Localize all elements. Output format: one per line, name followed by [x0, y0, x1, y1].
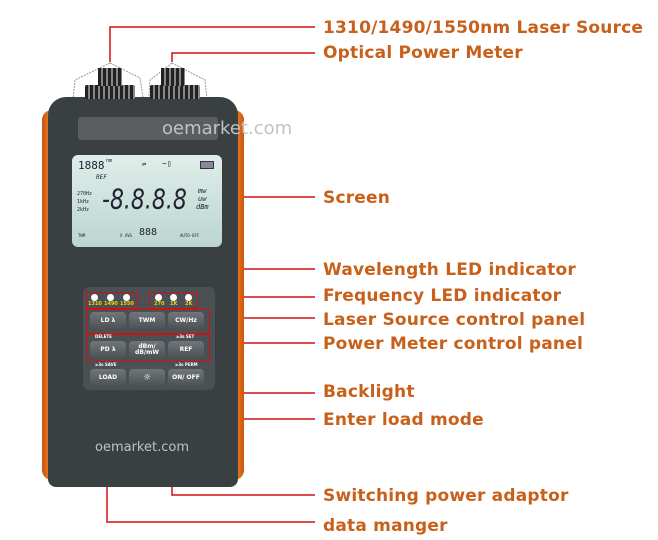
led-1550	[123, 294, 130, 301]
led-270	[155, 294, 162, 301]
power-port-icon[interactable]	[161, 68, 185, 86]
dbm-button[interactable]: dBm/ dB/mW	[129, 341, 165, 358]
delete-hint: DELETE	[95, 334, 112, 339]
wavelength-leds: 1310 1490 1550	[86, 292, 138, 309]
control-panel: 1310 1490 1550 270 1K 2K LD λ TWM CW/Hz …	[83, 287, 215, 390]
lcd-twm: TWM	[78, 233, 86, 238]
top-slot	[78, 117, 218, 140]
watermark-top: oemarket.com	[162, 118, 293, 139]
label-screen: Screen	[323, 188, 391, 208]
led-label: 270	[154, 301, 165, 307]
lcd-nm: nm	[106, 158, 113, 164]
label-power-panel: Power Meter control panel	[323, 334, 583, 354]
lcd-ref: REF	[96, 174, 107, 181]
lcd-unit: uw	[198, 195, 207, 203]
led-1490	[107, 294, 114, 301]
twm-button[interactable]: TWM	[129, 312, 165, 329]
lcd-avg: X AVG	[120, 233, 133, 238]
perm-hint: ≥3s PERM	[175, 362, 198, 367]
led-2k	[185, 294, 192, 301]
led-label: 1K	[170, 301, 178, 307]
led-label: 1490	[104, 301, 118, 307]
label-laser-source: 1310/1490/1550nm Laser Source	[323, 18, 644, 38]
lcd-freq: 1kHz	[77, 199, 90, 205]
laser-panel-frame	[86, 309, 210, 334]
lcd-screen: 1888 nm ⇌ ~▯ REF 270Hz 1kHz 2kHz -8.8.8.…	[72, 155, 222, 247]
label-frequency-led: Frequency LED indicator	[323, 286, 562, 306]
backlight-button[interactable]: ☼	[129, 369, 165, 386]
label-laser-panel: Laser Source control panel	[323, 310, 586, 330]
lcd-unit: mw	[198, 187, 207, 195]
callout-adaptor	[171, 486, 315, 496]
plug-icon: ~▯	[162, 159, 172, 168]
lcd-unit: dBm	[196, 203, 209, 211]
set-hint: ≥3s SET	[176, 334, 195, 339]
pd-button[interactable]: PD λ	[90, 341, 126, 358]
save-hint: ≥3s SAVE	[95, 362, 117, 367]
lcd-freq: 270Hz	[77, 191, 93, 197]
watermark-bottom: oemarket.com	[95, 440, 189, 455]
lcd-wavelength: 1888	[78, 159, 105, 172]
load-button[interactable]: LOAD	[90, 369, 126, 386]
callout-data	[106, 486, 315, 523]
backlight-icon: ☼	[142, 372, 152, 383]
battery-icon	[200, 161, 214, 169]
label-backlight: Backlight	[323, 382, 415, 402]
laser-port-base	[85, 85, 135, 99]
ld-button[interactable]: LD λ	[90, 312, 126, 329]
frequency-leds: 270 1K 2K	[149, 292, 198, 309]
on-off-button[interactable]: ON/ OFF	[168, 369, 204, 386]
label-wavelength-led: Wavelength LED indicator	[323, 260, 576, 280]
led-label: 1310	[88, 301, 102, 307]
usb-icon: ⇌	[142, 160, 147, 168]
power-panel-frame	[86, 334, 210, 362]
led-1310	[91, 294, 98, 301]
led-1k	[170, 294, 177, 301]
laser-port-icon[interactable]	[98, 68, 122, 86]
ref-button[interactable]: REF	[168, 341, 204, 358]
power-port-base	[150, 85, 200, 99]
label-data-manager: data manger	[323, 516, 448, 536]
lcd-avg-digits: 888	[139, 227, 158, 238]
label-power-meter: Optical Power Meter	[323, 43, 523, 63]
cw-hz-button[interactable]: CW/Hz	[168, 312, 204, 329]
callout-power-meter	[171, 52, 315, 62]
lcd-freq: 2kHz	[77, 207, 90, 213]
callout-laser-source	[109, 26, 315, 62]
lcd-auto-off: AUTO-OFF	[180, 233, 200, 238]
label-load-mode: Enter load mode	[323, 410, 484, 430]
led-label: 2K	[185, 301, 193, 307]
label-power-adaptor: Switching power adaptor	[323, 486, 569, 506]
lcd-main-reading: -8.8.8.8	[102, 184, 187, 216]
led-label: 1550	[120, 301, 134, 307]
